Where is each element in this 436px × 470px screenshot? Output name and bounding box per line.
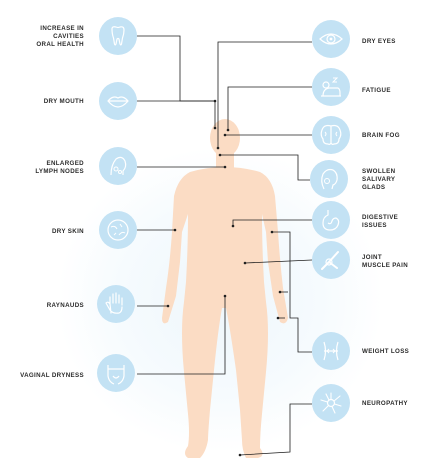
symptom-label-lymph: ENLARGED LYMPH NODES — [35, 160, 84, 175]
eye-icon — [312, 20, 350, 58]
symptom-label-raynauds: RAYNAUDS — [46, 302, 84, 309]
tooth-icon — [99, 17, 137, 55]
skin-cells-icon — [99, 211, 137, 249]
sleeping-person-icon — [312, 68, 350, 106]
symptom-label-neuropathy: NEUROPATHY — [362, 400, 408, 407]
neck-glands-icon — [99, 147, 137, 185]
connector-lines — [137, 35, 313, 456]
waist-icon — [312, 332, 350, 370]
joint-icon — [312, 241, 350, 279]
symptom-label-cavities: INCREASE IN CAVITIES ORAL HEALTH — [36, 25, 84, 48]
symptom-label-vaginal: VAGINAL DRYNESS — [20, 372, 84, 379]
symptom-label-digestive: DIGESTIVE ISSUES — [362, 214, 399, 229]
connector-dots — [166, 99, 282, 457]
brain-icon — [312, 116, 350, 154]
symptom-label-brain-fog: BRAIN FOG — [362, 132, 400, 139]
symptom-label-salivary: SWOLLEN SALIVARY GLADS — [362, 168, 396, 191]
symptom-label-dry-skin: DRY SKIN — [51, 228, 84, 235]
symptom-label-dry-mouth: DRY MOUTH — [43, 98, 84, 105]
stomach-icon — [312, 201, 350, 239]
hand-icon — [97, 285, 135, 323]
lips-icon — [99, 82, 137, 120]
symptom-label-joint: JOINT MUSCLE PAIN — [362, 254, 409, 269]
symptom-label-weight: WEIGHT LOSS — [362, 348, 410, 355]
human-silhouette — [162, 119, 288, 458]
symptom-label-dry-eyes: DRY EYES — [362, 38, 396, 45]
face-glands-icon — [310, 160, 348, 198]
neuron-icon — [312, 384, 350, 422]
pelvis-icon — [97, 354, 135, 392]
symptom-label-fatigue: FATIGUE — [362, 87, 391, 94]
